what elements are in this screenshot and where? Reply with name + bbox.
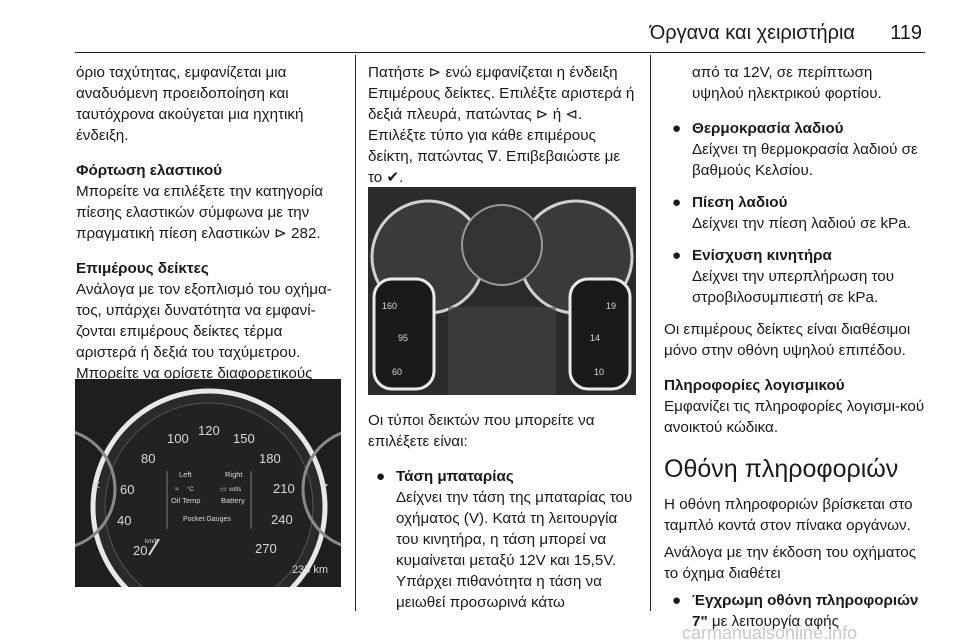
color-display-item: ● Έγχρωμη οθόνη πληροφοριών 7" με λειτου… [664,590,926,632]
bullet-icon: ● [672,592,682,609]
menu-right-label: Right [225,470,243,479]
column-divider-1 [355,55,356,611]
header-rule [75,52,925,53]
tick-150: 150 [233,431,255,446]
page-header: Όργανα και χειριστήρια 119 [0,0,960,53]
left-tick-3: 60 [392,367,402,377]
chapter-title: Όργανα και χειριστήρια [649,22,855,44]
tick-60: 60 [120,482,134,497]
oil-pressure-item: ● Πίεση λαδιού Δείχνει την πίεση λαδιού … [664,192,926,234]
right-gauge-chevron-icon: > [321,478,328,492]
oil-temp-item: ● Θερμοκρασία λαδιού Δείχνει τη θερμοκρα… [664,118,926,181]
instructions-paragraph: Πατήστε ⊳ ενώ εμφανίζεται η ένδειξη Επιμ… [368,64,635,186]
tick-240: 240 [271,512,293,527]
oil-pressure-text: Δείχνει την πίεση λαδιού σε kPa. [692,215,911,232]
display-location-text: Η οθόνη πληροφοριών βρίσκεται στο ταμπλό… [664,496,913,534]
menu-left-label: Left [179,470,192,479]
tick-210: 210 [273,481,295,496]
software-heading: Πληροφορίες λογισμικού [664,377,845,394]
oil-temp-label: Oil Temp [171,496,200,505]
tire-heading: Φόρτωση ελαστικού [76,162,223,179]
types-intro: Οι τύποι δεικτών που μπορείτε να επιλέξε… [368,412,595,450]
side-gauges-illustration: 160 95 60 19 14 10 [368,187,636,395]
watermark: carmanualsonline.info [682,623,858,643]
intro-paragraph: όριο ταχύτητας, εμφανίζεται μια αναδυόμε… [76,64,304,144]
boost-text: Δείχνει την υπερπλήρωση του στροβιλοσυμπ… [692,268,895,306]
bullet-icon: ● [672,194,682,211]
color-display-suffix: με λειτουργία αφής [711,613,839,630]
left-tick-2: 95 [398,333,408,343]
tick-20: 20 [133,543,147,558]
tire-text: Μπορείτε να επιλέξετε την κατηγορία πίεσ… [76,183,324,242]
pocket-gauges-label: Pocket Gauges [183,516,231,523]
column-1: όριο ταχύτητας, εμφανίζεται μια αναδυόμε… [76,62,342,419]
boost-title: Ενίσχυση κινητήρα [692,247,832,264]
tick-80: 80 [141,451,155,466]
battery-label: Battery [221,496,245,505]
software-section: Πληροφορίες λογισμικού Εμφανίζει τις πλη… [664,375,926,438]
column-3: από τα 12V, σε περίπτωση υψηλού ηλεκτρικ… [664,62,926,643]
right-tick-1: 19 [606,301,616,311]
speedometer-illustration: < > 20 40 60 80 100 120 150 180 210 240 … [75,379,341,587]
oil-temp-text: Δείχνει τη θερμοκρασία λαδιού σε βαθμούς… [692,141,918,179]
tick-120: 120 [198,423,220,438]
tick-180: 180 [259,451,281,466]
gauges-heading: Επιμέρους δείκτες [76,260,209,277]
tick-40: 40 [117,513,131,528]
odometer: 235 km [292,564,328,576]
oil-pressure-title: Πίεση λαδιού [692,194,788,211]
oil-temp-title: Θερμοκρασία λαδιού [692,120,844,137]
reference-arrow-icon: ⊳ [274,225,287,242]
speed-unit: km/h [145,539,158,545]
oil-temp-unit: °C [187,487,194,493]
tick-100: 100 [167,431,189,446]
color-display-title: Έγχρωμη οθόνη πληροφοριών 7" [692,592,919,630]
boost-item: ● Ενίσχυση κινητήρα Δείχνει την υπερπλήρ… [664,245,926,308]
right-tick-3: 10 [594,367,604,377]
right-pocket-gauge [568,277,632,391]
availability-text: Οι επιμέρους δείκτες είναι διαθέσιμοι μό… [664,321,911,359]
battery-continued: από τα 12V, σε περίπτωση υψηλού ηλεκτρικ… [692,64,882,102]
bullet-icon: ● [672,247,682,264]
left-gauge-chevron-icon: < [93,478,100,492]
battery-icon: ▭ [220,486,227,493]
right-tick-2: 14 [590,333,600,343]
bullet-icon: ● [376,468,386,485]
cluster-figure-side-gauges: 160 95 60 19 14 10 [368,187,636,395]
column-2: Πατήστε ⊳ ενώ εμφανίζεται η ένδειξη Επιμ… [368,62,636,202]
tire-page-ref: 282. [291,225,321,242]
speed-needle [148,538,160,556]
section-title: Οθόνη πληροφοριών [664,455,899,483]
gauges-section: Επιμέρους δείκτες Ανάλογα με τον εξοπλισ… [76,258,342,405]
column-divider-2 [650,55,651,611]
speed-tick-labels: 20 40 60 80 100 120 150 180 210 240 270 [117,423,295,558]
version-text: Ανάλογα με την έκδοση του οχήματος το όχ… [664,544,917,582]
left-gauge-ring [75,430,117,548]
oil-can-icon: ≈ [175,486,179,493]
right-gauge-ring [301,431,341,547]
left-pocket-gauge [372,277,436,391]
battery-voltage-title: Τάση μπαταρίας [396,468,514,485]
column-2-lower: Οι τύποι δεικτών που μπορείτε να επιλέξε… [368,410,636,624]
battery-unit: volts [229,487,241,493]
software-text: Εμφανίζει τις πληροφορίες λογισμι-κού αν… [664,398,925,436]
tick-270: 270 [255,541,277,556]
battery-voltage-text: Δείχνει την τάση της μπαταρίας του οχήμα… [396,489,633,611]
page-number: 119 [890,22,922,44]
bullet-icon: ● [672,120,682,137]
battery-voltage-item: ● Τάση μπαταρίας Δείχνει την τάση της μπ… [368,466,636,613]
left-tick-1: 160 [382,301,397,311]
tire-section: Φόρτωση ελαστικού Μπορείτε να επιλέξετε … [76,160,342,244]
cluster-figure-speedometer: < > 20 40 60 80 100 120 150 180 210 240 … [75,379,341,587]
